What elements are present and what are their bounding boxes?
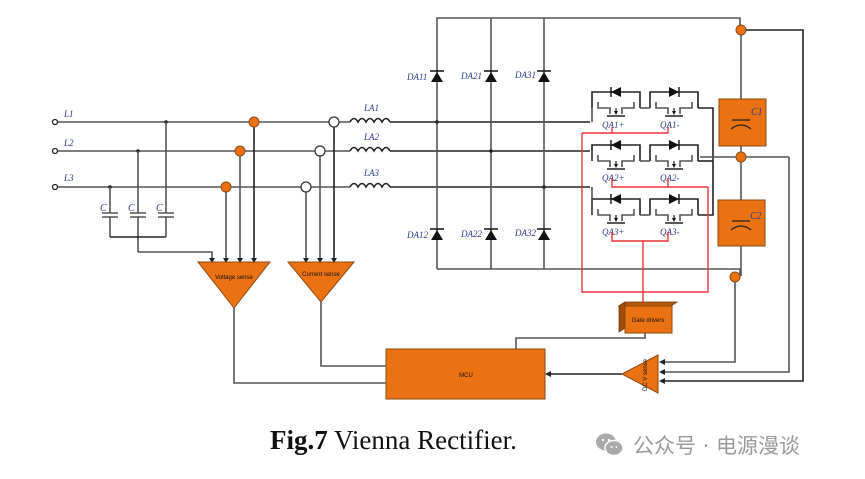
label-filter-cap-2: C	[128, 203, 135, 214]
dc-midpoint-node	[735, 151, 747, 163]
gate-drivers-label: Gate drivers	[632, 318, 665, 324]
diode-da31	[537, 70, 551, 82]
figure-caption: Fig.7 Vienna Rectifier.	[270, 425, 517, 456]
dc-sense-amplifier: DC V sense	[620, 354, 659, 394]
switch-qa3m: QA3-	[649, 194, 699, 237]
isense-node-l1	[328, 116, 340, 128]
current-sense-block: Current sense	[286, 261, 356, 303]
label-la2: LA2	[363, 132, 380, 142]
dc-negative-node	[729, 271, 741, 283]
diode-da11	[430, 70, 444, 82]
label-c2: C2	[750, 211, 762, 222]
label-da12: DA12	[406, 230, 428, 240]
label-switch: QA2-	[660, 173, 680, 183]
isense-node-l2	[314, 145, 326, 157]
mcu-label: MCU	[459, 373, 473, 379]
label-filter-cap-3: C	[156, 203, 163, 214]
label-switch: QA3+	[602, 227, 625, 237]
inductor-la1	[349, 117, 391, 124]
diode-da32	[537, 228, 551, 240]
switch-qa2p: QA2+	[591, 140, 641, 183]
isense-node-l3	[300, 181, 312, 193]
label-switch: QA1+	[602, 120, 625, 130]
capacitor-c2	[717, 199, 766, 247]
watermark: 公众号 · 电源漫谈	[595, 430, 800, 460]
label-la1: LA1	[363, 103, 379, 113]
voltage-sense-label: Voltage sense	[215, 275, 253, 281]
dc-positive-node	[735, 24, 747, 36]
gate-drivers-block: Gate drivers	[515, 301, 679, 349]
switch-qa1m: QA1-	[649, 87, 699, 130]
terminal-l3	[51, 183, 59, 191]
label-da21: DA21	[460, 71, 482, 81]
caption-figure-number: Fig.7	[270, 425, 328, 455]
dc-sense-label: DC V sense	[643, 358, 649, 391]
switch-qa3p: QA3+	[591, 194, 641, 237]
label-da32: DA32	[514, 228, 536, 238]
caption-title: Vienna Rectifier.	[327, 425, 517, 455]
vsense-node-l1	[248, 116, 260, 128]
gate-drive-wiring	[581, 127, 709, 305]
vsense-node-l3	[220, 181, 232, 193]
current-sense-label: Current sense	[302, 272, 340, 278]
vsense-node-l2	[234, 145, 246, 157]
diode-da21	[484, 70, 498, 82]
diode-da12	[430, 228, 444, 240]
mcu-block: MCU	[233, 302, 622, 400]
label-da11: DA11	[406, 72, 427, 82]
wechat-icon	[595, 432, 625, 458]
inductor-la3	[349, 182, 391, 189]
capacitor-c1	[718, 98, 767, 147]
terminal-l2	[51, 147, 59, 155]
label-l2: L2	[63, 138, 74, 148]
boost-inductors: LA1 LA2 LA3	[349, 103, 590, 189]
label-la3: LA3	[363, 168, 380, 178]
label-l3: L3	[63, 173, 74, 183]
input-filter-caps: C C C	[100, 120, 213, 258]
terminal-l1	[51, 118, 59, 126]
label-da22: DA22	[460, 229, 482, 239]
diode-bridge: DA11 DA21 DA31 DA12 DA22 DA32	[406, 17, 741, 276]
diode-da22	[484, 228, 498, 240]
inductor-la2	[349, 146, 391, 153]
label-filter-cap-1: C	[100, 203, 107, 214]
switch-qa1p: QA1+	[591, 87, 641, 130]
voltage-sense-taps	[220, 116, 260, 258]
label-l1: L1	[63, 109, 74, 119]
watermark-text: 公众号 · 电源漫谈	[633, 434, 801, 458]
label-da31: DA31	[514, 70, 536, 80]
label-switch: QA3-	[660, 227, 680, 237]
label-switch: QA2+	[602, 173, 625, 183]
dc-link: C1 C2	[659, 24, 804, 384]
label-c1: C1	[751, 107, 763, 118]
vienna-rectifier-schematic: L1 L2 L3 C C C	[51, 17, 804, 400]
switch-qa2m: QA2-	[649, 140, 699, 183]
ac-input-lines: L1 L2 L3	[51, 109, 350, 191]
label-switch: QA1-	[660, 120, 680, 130]
voltage-sense-block: Voltage sense	[196, 261, 272, 309]
bidirectional-switches: QA1+ QA1- QA2+ QA2- QA3+ QA3-	[591, 87, 714, 237]
current-sense-taps	[300, 116, 340, 258]
